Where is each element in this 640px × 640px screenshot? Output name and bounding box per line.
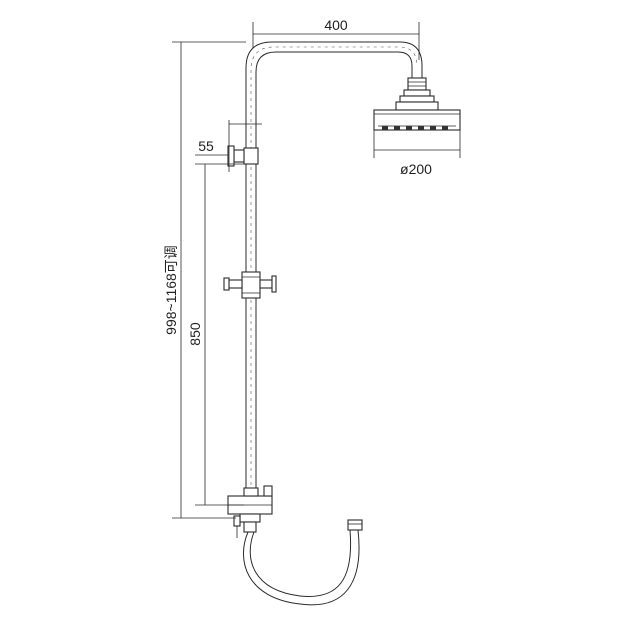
flex-hose xyxy=(242,519,363,606)
riser-pipe xyxy=(245,150,257,490)
mixer-valve xyxy=(227,485,273,538)
nozzles xyxy=(382,126,448,130)
dim-55-label: 55 xyxy=(198,138,214,154)
dim-200: ø200 xyxy=(373,130,461,177)
dim-height-label: 998~1168可调 xyxy=(163,245,179,335)
shower-arm xyxy=(245,41,423,150)
dim-850-label: 850 xyxy=(187,322,203,346)
dim-400: 400 xyxy=(252,17,420,60)
slide-holder xyxy=(223,271,277,299)
dim-400-label: 400 xyxy=(324,17,348,33)
dim-55: 55 xyxy=(195,138,229,156)
dim-200-label: ø200 xyxy=(400,161,432,177)
dim-height: 998~1168可调 xyxy=(163,41,246,519)
wall-bracket xyxy=(227,120,262,172)
dim-850: 850 xyxy=(187,163,244,506)
shower-head xyxy=(373,77,461,131)
